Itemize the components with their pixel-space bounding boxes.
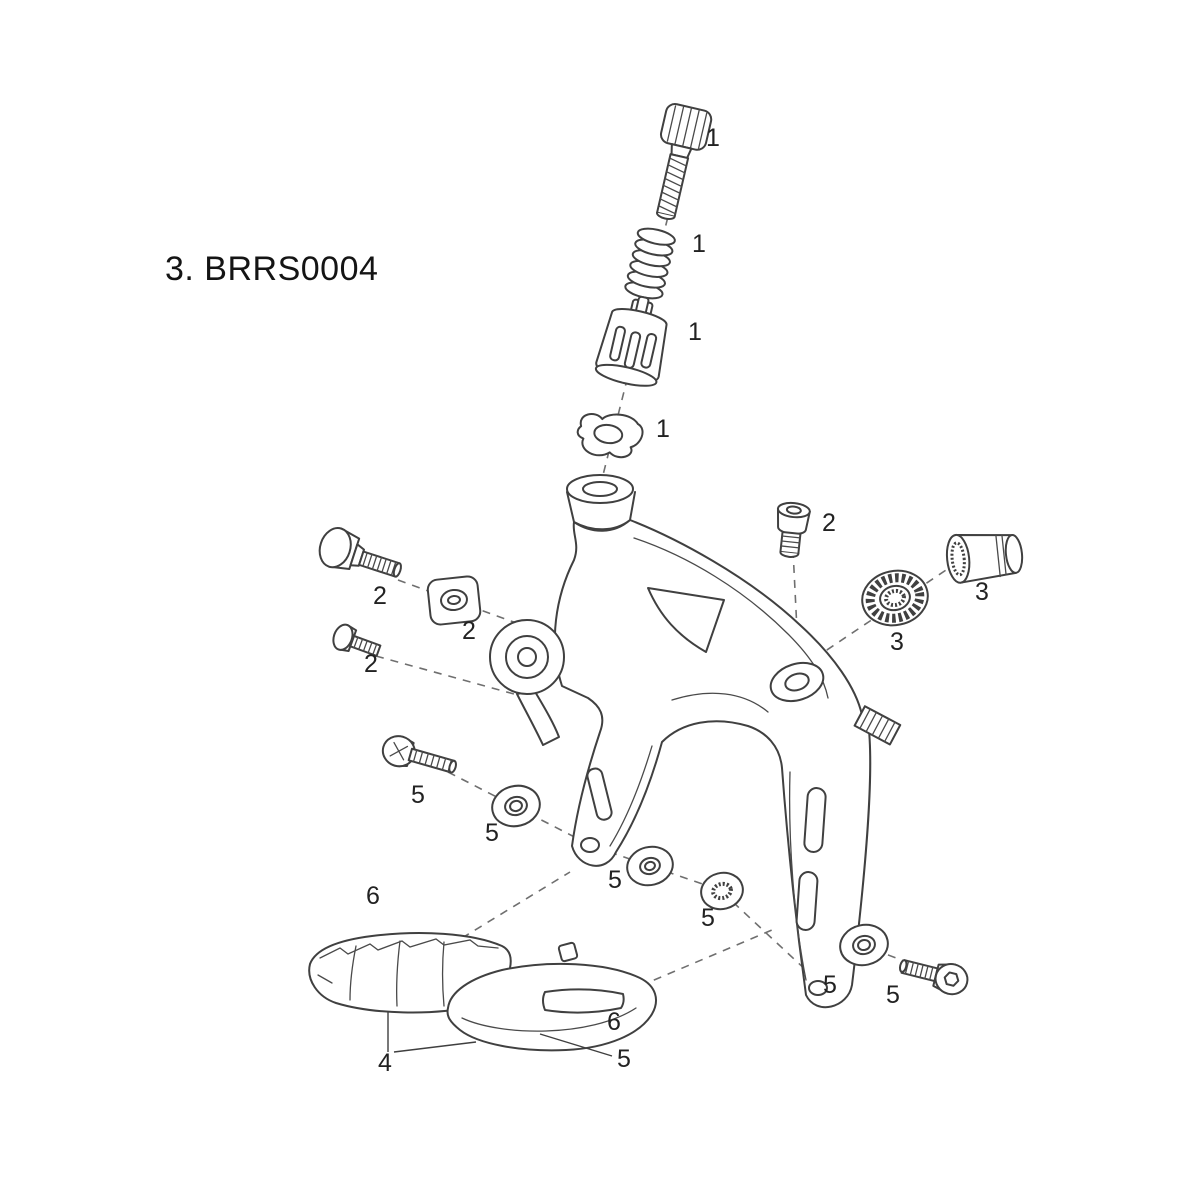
part-washer-right [839,923,889,967]
part-adjuster-bolt [656,103,713,221]
callout-spring: 1 [692,230,706,258]
part-adjuster-housing [594,295,668,387]
callout-washer-c: 5 [701,904,715,932]
callout-washer-right: 5 [823,971,837,999]
callout-labels: 1 1 1 1 2 2 2 2 3 3 5 5 5 5 6 6 4 5 5 5 [364,124,989,1077]
pivot-assembly [489,619,565,746]
solid-leader-lines [387,1012,613,1057]
callout-pad-set: 4 [378,1049,392,1077]
callout-washer-a: 5 [485,819,499,847]
arm-hole-left [580,837,600,853]
arm-slot-1 [803,787,827,853]
part-pad-screw-left [381,735,457,774]
callout-adjuster-bolt: 1 [706,124,720,152]
part-set-screw [332,623,382,657]
arm-slot-2 [795,871,819,931]
callout-pad-holder: 6 [607,1008,621,1036]
part-barrel-nut [945,533,1024,584]
callout-mounting-bolt: 2 [373,582,387,610]
part-serrated-washer [861,569,929,627]
mounting-stud [853,705,902,746]
cable-anchor-boss [769,661,825,703]
quick-release-lever [516,689,560,746]
part-fixing-screw [776,501,811,558]
part-mounting-bolt [318,527,402,578]
caliper-top-boss [566,474,636,531]
part-washer-b [626,845,674,887]
arm-slot-3 [586,767,613,821]
callout-pad-post: 5 [617,1045,631,1073]
part-adjuster-spring [624,227,676,300]
callout-set-screw: 2 [364,650,378,678]
part-washer-a [491,784,541,828]
arm-hole-right [808,980,828,996]
part-brake-pad-holder [446,941,657,1052]
callout-square-nut: 2 [462,617,476,645]
part-cable-guide-clamp [576,413,644,459]
callout-pad-screw-right: 5 [886,981,900,1009]
callout-washer-b: 5 [608,866,622,894]
caliper-window [647,587,725,653]
callout-pad-left: 6 [366,882,380,910]
callout-barrel-nut: 3 [975,578,989,606]
diagram-title: 3. BRRS0004 [165,250,378,288]
part-square-nut [426,575,482,626]
part-washer-c [700,871,744,911]
callout-fixing-screw: 2 [822,509,836,537]
callout-housing: 1 [688,318,702,346]
callout-clamp: 1 [656,415,670,443]
part-pad-screw-right [898,959,969,996]
callout-serrated-washer: 3 [890,628,904,656]
caliper-body [489,474,902,1009]
callout-pad-screw-left: 5 [411,781,425,809]
